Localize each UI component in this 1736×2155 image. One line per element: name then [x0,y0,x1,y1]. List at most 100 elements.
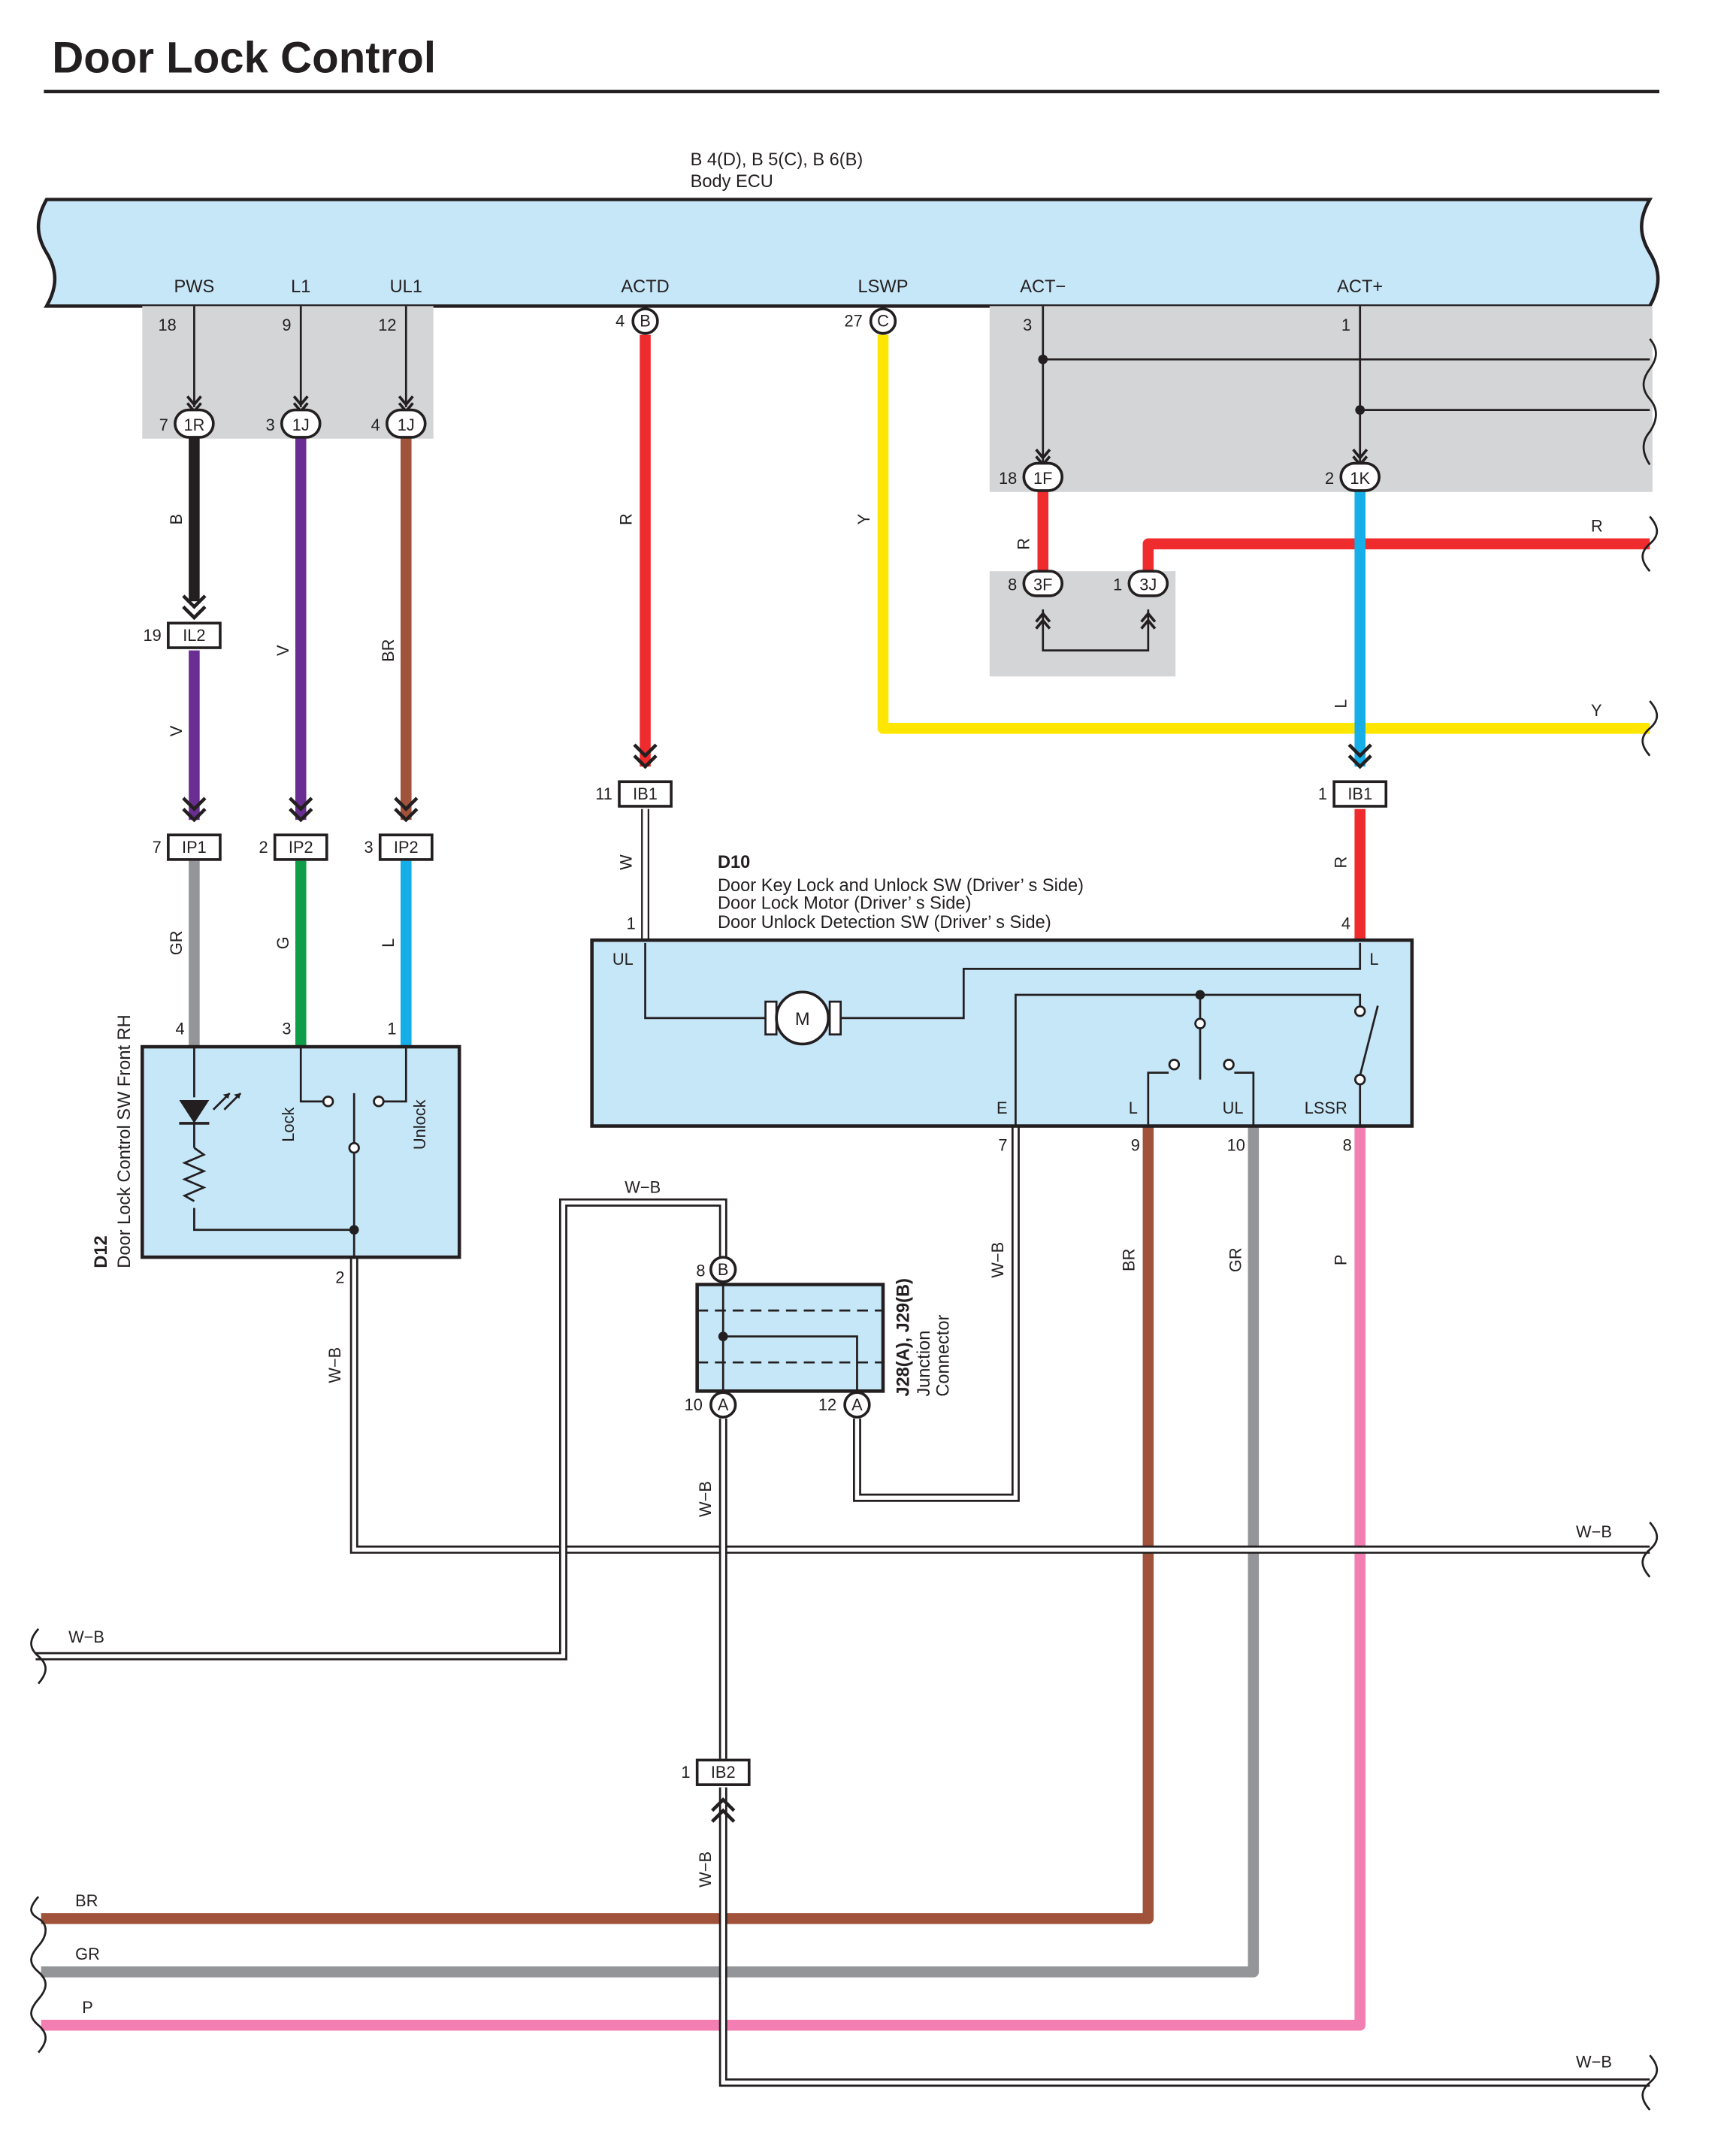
pin-act-plus: 1 [1341,316,1350,334]
page-title: Door Lock Control [52,33,436,82]
d12-pin-1: 1 [387,1020,396,1038]
d12-pin-3: 3 [282,1020,291,1038]
rect-connector-labels: IL2 IP1 IP2 IP2 IB1 IB1 IB2 [182,626,1372,1782]
junction-1j: 1J [398,416,415,434]
svg-text:W−B: W−B [68,1628,104,1646]
svg-text:19: 19 [143,626,161,645]
svg-text:R: R [616,513,635,525]
d10-line3: Door Unlock Detection SW (Driver’ s Side… [718,913,1051,932]
svg-text:W−B: W−B [1576,2053,1612,2072]
ecu-connectors: B 4(D), B 5(C), B 6(B) [691,150,863,170]
connector-b: B [718,1260,729,1279]
splice-dot [1038,354,1048,364]
svg-text:4: 4 [371,416,380,434]
wire-arrows [182,594,1372,1823]
svg-text:Y: Y [1591,701,1602,720]
pin-pws: 18 [159,316,177,334]
d12-lock-label: Lock [279,1108,298,1142]
svg-text:2: 2 [259,838,268,857]
svg-text:7: 7 [159,416,168,434]
junction-1f: 1F [1033,469,1052,488]
d10-pin-l: 9 [1131,1135,1140,1154]
ecu-terminal-act-minus: ACT− [1020,277,1066,297]
wire-color-labels-vertical: B V V BR R Y R L GR G L W R W−B W−B BR G… [167,513,1350,1888]
junction-ip1: IP1 [182,838,207,857]
wire-p-d10 [41,1126,1366,2031]
d10-code: D10 [718,853,750,872]
motor-icon: M [764,990,842,1046]
junction-ip2: IP2 [289,838,313,857]
junction-ib1: IB1 [1347,784,1372,803]
junction-1k: 1K [1350,469,1370,488]
j28-pin-b: 8 [696,1262,705,1280]
wire-r-3j [1142,538,1650,572]
d10-label-lssr: LSSR [1305,1099,1347,1117]
svg-text:3: 3 [266,416,275,434]
svg-text:8: 8 [1008,576,1017,594]
ecu-terminal-actd: ACTD [621,277,669,297]
svg-text:W: W [616,854,635,870]
connector-b: B [640,312,651,331]
junction-1r: 1R [183,416,204,434]
svg-text:P: P [82,1998,93,2017]
d10-pin-e: 7 [998,1135,1007,1154]
thin-wires [193,306,1650,652]
svg-text:L: L [1332,700,1350,709]
svg-text:GR: GR [75,1945,100,1963]
splice-area-right [989,306,1653,492]
wire-color-labels-horizontal: R Y W−B W−B W−B BR GR P W−B [68,516,1612,2071]
junction-connector-j28: 8 10 12 J28(A), J29(B) Junction Connecto… [685,1262,954,1414]
svg-text:3: 3 [364,838,374,857]
svg-text:W−B: W−B [325,1347,344,1383]
d12-component: 4 3 1 Lock Unlock 2 D12 Door Lock Contro… [92,1014,461,1287]
svg-text:R: R [1015,538,1033,550]
d12-pin-4: 4 [176,1020,185,1038]
circle-connector-letters: B C B A A [640,312,889,1414]
svg-text:L: L [379,938,398,948]
pin-l1: 9 [282,316,291,334]
pin-act-minus: 3 [1023,316,1032,334]
wire-br-d10 [41,1126,1154,1924]
circle-connectors [631,307,897,1419]
ecu-name: Body ECU [691,172,773,192]
wire-wb [35,1126,1650,2087]
ecu-terminal-act-plus: ACT+ [1337,277,1383,297]
d10-line2: Door Lock Motor (Driver’ s Side) [718,893,971,913]
svg-text:V: V [274,645,292,656]
d10-pin-ul-top: 1 [627,914,636,933]
svg-text:1: 1 [1318,784,1327,803]
svg-text:W−B: W−B [696,1851,715,1888]
svg-text:W−B: W−B [625,1178,661,1197]
svg-text:P: P [1332,1255,1350,1266]
d12-code: D12 [92,1235,111,1268]
d10-pin-lssr: 8 [1343,1135,1352,1154]
connector-a: A [851,1395,863,1414]
wire-gr-d10 [41,1126,1260,1978]
d10-pin-ul: 10 [1227,1135,1245,1154]
junction-ip2: IP2 [394,838,419,857]
svg-text:7: 7 [153,838,162,857]
svg-text:2: 2 [1325,469,1334,488]
d10-line1: Door Key Lock and Unlock SW (Driver’ s S… [718,876,1084,896]
svg-text:BR: BR [1120,1249,1139,1271]
pin-lswp: 27 [844,312,862,331]
d10-pin-l-top: 4 [1341,914,1350,933]
svg-text:V: V [167,725,186,736]
d12-pin-2: 2 [335,1268,344,1287]
ecu-terminal-l1: L1 [291,277,310,297]
d10-label-e: E [997,1099,1008,1117]
svg-text:W−B: W−B [696,1481,715,1517]
d10-label-l: L [1129,1099,1138,1117]
connector-a: A [718,1395,729,1414]
j28-pin-a2: 12 [818,1395,836,1414]
d10-label-ul: UL [1223,1099,1244,1117]
svg-text:11: 11 [595,784,612,803]
svg-text:R: R [1332,857,1350,869]
junction-il2: IL2 [183,626,205,645]
rect-connectors [167,621,1388,1786]
rect-connector-pins: 19 7 2 3 11 1 1 [143,626,1327,1782]
svg-text:G: G [274,936,292,949]
oval-connector-pins: 7 3 4 18 2 8 1 [159,416,1334,594]
svg-text:18: 18 [999,469,1017,488]
